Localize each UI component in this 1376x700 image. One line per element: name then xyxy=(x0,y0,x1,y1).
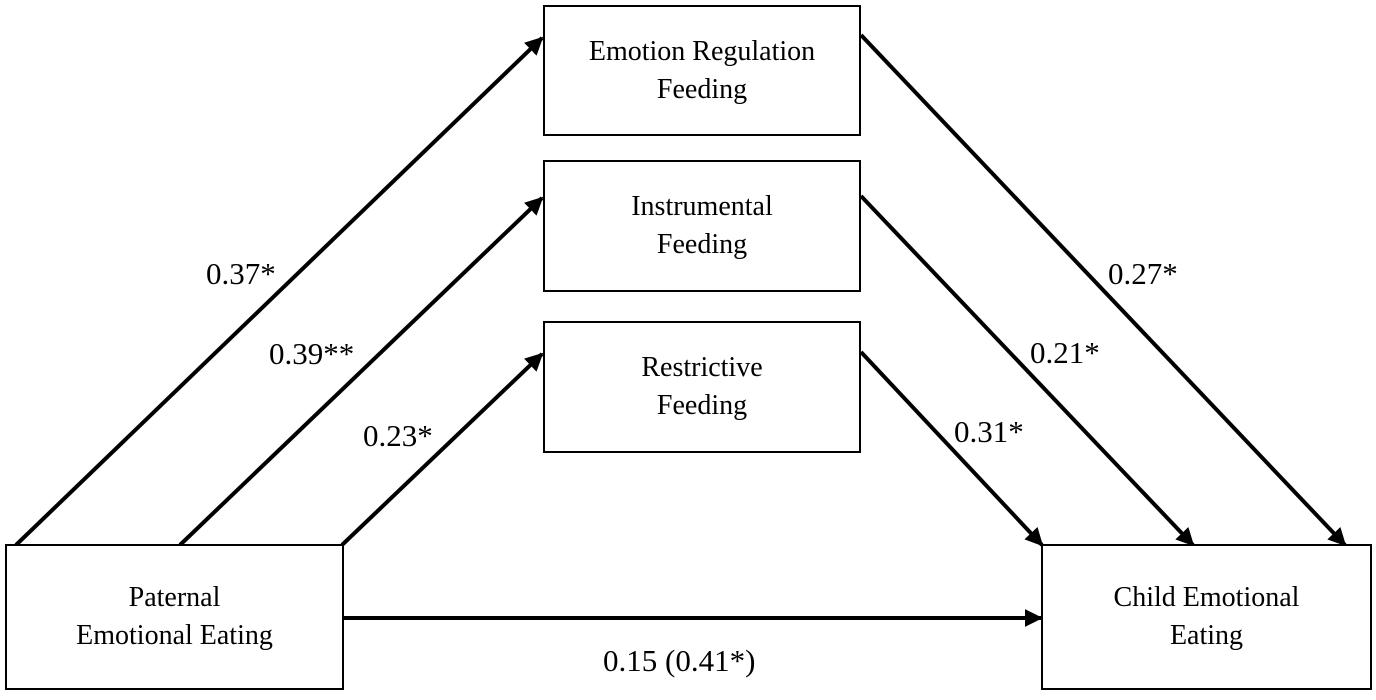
node-instrumental-feeding: Instrumental Feeding xyxy=(543,160,861,292)
arrow-paternal-to-emotion-regulation xyxy=(14,36,544,547)
node-label-line2: Feeding xyxy=(656,390,748,421)
node-label-line1: Paternal xyxy=(128,582,221,613)
node-restrictive-feeding: Restrictive Feeding xyxy=(543,321,861,453)
arrow-paternal-to-restrictive xyxy=(340,352,544,547)
arrow-restrictive-to-child xyxy=(859,350,1044,547)
node-label-line2: Emotional Eating xyxy=(76,620,273,651)
node-label-line1: Instrumental xyxy=(631,191,773,222)
node-label-line1: Emotion Regulation xyxy=(588,35,816,67)
coef-paternal-to-restrictive: 0.23* xyxy=(363,418,433,453)
coef-emotion-regulation-to-child: 0.27* xyxy=(1108,256,1178,291)
arrow-emotion-regulation-to-child xyxy=(859,33,1347,547)
node-label-line2: Feeding xyxy=(656,73,748,105)
coef-paternal-to-instrumental: 0.39** xyxy=(269,336,355,371)
node-label-line1: Restrictive xyxy=(641,352,763,383)
arrow-paternal-to-instrumental xyxy=(178,196,544,547)
arrow-instrumental-to-child xyxy=(859,194,1195,547)
node-emotion-regulation-feeding: Emotion Regulation Feeding xyxy=(543,5,861,136)
coef-paternal-to-child-direct: 0.15 (0.41*) xyxy=(603,643,756,678)
coef-paternal-to-emotion-regulation: 0.37* xyxy=(206,256,276,291)
node-label-line2: Eating xyxy=(1169,620,1244,651)
node-label-line1: Child Emotional xyxy=(1113,582,1300,613)
node-paternal-emotional-eating: Paternal Emotional Eating xyxy=(5,544,344,690)
coef-instrumental-to-child: 0.21* xyxy=(1030,335,1100,370)
coef-restrictive-to-child: 0.31* xyxy=(954,414,1024,449)
node-child-emotional-eating: Child Emotional Eating xyxy=(1041,544,1372,690)
node-label-line2: Feeding xyxy=(656,229,748,260)
